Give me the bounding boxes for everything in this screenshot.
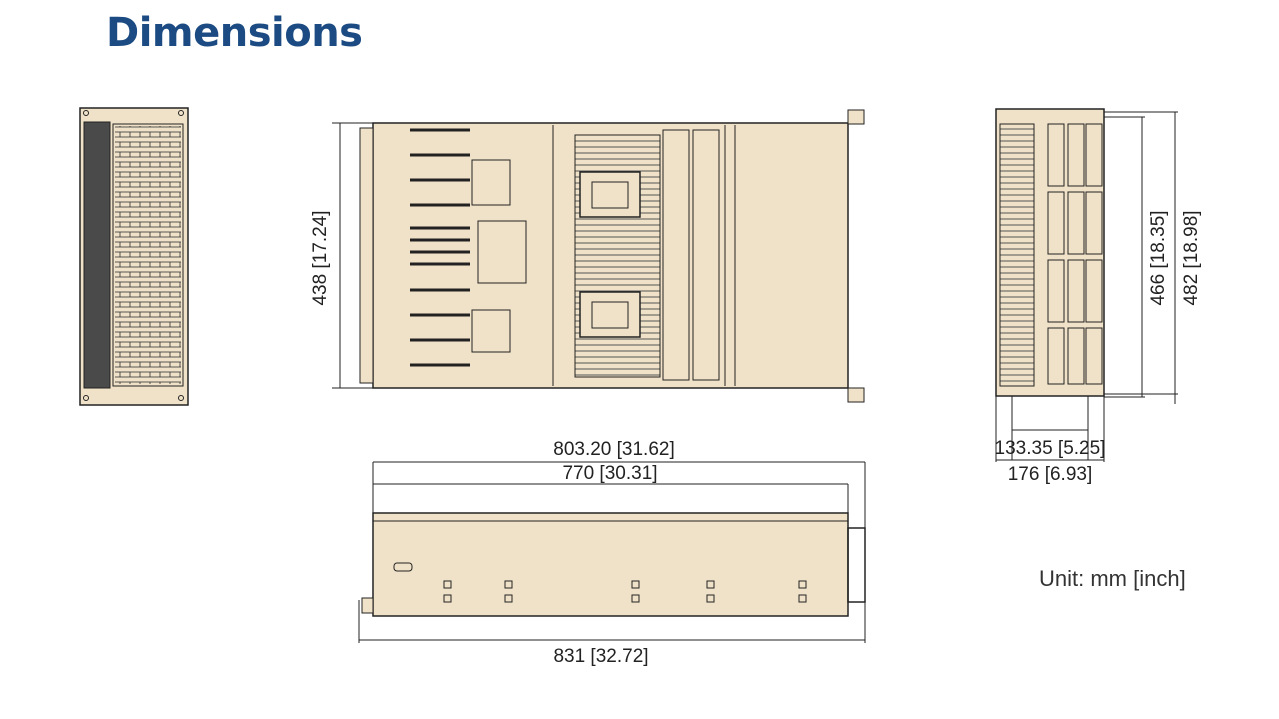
dim-top-depth-label: 438 [17.24] (310, 210, 331, 305)
fan-modules (662, 129, 720, 381)
cpu-sockets (579, 171, 641, 338)
dim-width-inner-label: 133.35 [5.25] (995, 438, 1106, 459)
page-title: Dimensions (106, 10, 363, 56)
dim-body-length-label: 770 [30.31] (562, 463, 657, 484)
dim-overall-length (372, 461, 866, 528)
rear-psu-bays (1047, 123, 1103, 385)
dim-top-depth (332, 122, 373, 389)
rear-view (995, 108, 1105, 397)
pcie-slots (410, 128, 470, 367)
dim-height-outer-label: 482 [18.98] (1181, 210, 1202, 305)
dim-width-outer-label: 176 [6.93] (1008, 464, 1093, 485)
dim-height-inner-label: 466 [18.35] (1148, 210, 1169, 305)
unit-label: Unit: mm [inch] (1039, 566, 1186, 591)
dim-width (995, 396, 1105, 462)
dim-total-length (358, 600, 866, 643)
dim-overall-length-label: 803.20 [31.62] (553, 439, 675, 460)
front-drive-slots (112, 123, 184, 387)
side-view (361, 512, 866, 617)
dim-height (1104, 111, 1178, 404)
dim-body-length (373, 483, 849, 513)
dim-total-length-label: 831 [32.72] (553, 646, 648, 667)
front-view (79, 107, 189, 406)
top-view (359, 109, 865, 403)
